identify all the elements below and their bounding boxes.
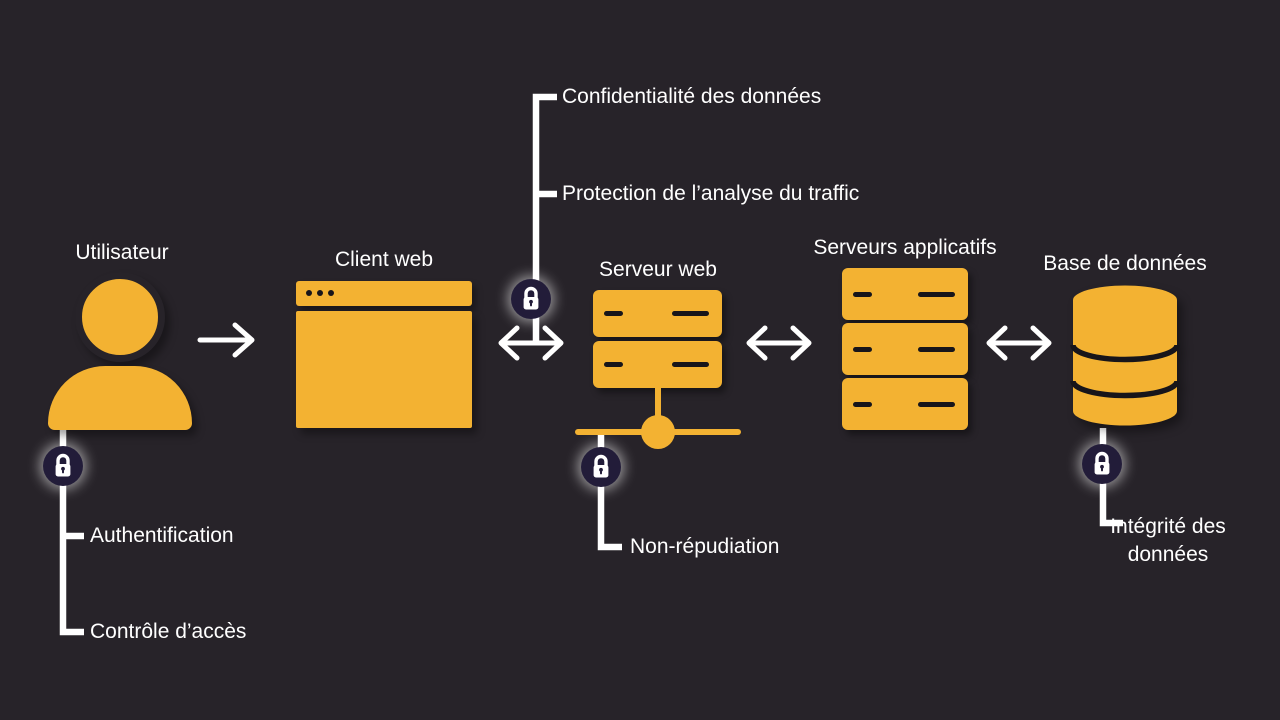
server-led-dash xyxy=(918,347,955,352)
lock-icon-channel xyxy=(511,279,551,319)
app-servers-label: Serveurs applicatifs xyxy=(813,236,997,259)
server-row xyxy=(842,378,968,430)
server-led-dash xyxy=(853,292,872,297)
double-arrow-webserver-appservers-icon xyxy=(746,325,812,361)
database-label: Base de données xyxy=(1043,252,1207,275)
padlock-glyph xyxy=(523,286,539,310)
browser-dot-icon xyxy=(328,290,334,296)
lock-icon-database xyxy=(1082,444,1122,484)
server-led-dash xyxy=(918,292,955,297)
web-server-label: Serveur web xyxy=(599,258,717,281)
server-led-dash xyxy=(672,311,709,316)
arrow-user-to-client-icon xyxy=(197,322,255,358)
server-led-dash xyxy=(672,362,709,367)
lock-icon-user xyxy=(43,446,83,486)
server-row xyxy=(842,268,968,320)
channel-annotation-connector xyxy=(532,93,557,343)
server-row xyxy=(593,290,722,337)
web-client-label: Client web xyxy=(334,248,434,271)
padlock-glyph xyxy=(1094,451,1110,475)
annotation-data-integrity: Intégrité des données xyxy=(1110,515,1226,566)
network-node-icon xyxy=(575,385,741,449)
server-row xyxy=(593,341,722,388)
user-annotation-connector xyxy=(59,429,84,636)
server-led-dash xyxy=(604,362,623,367)
server-led-dash xyxy=(918,402,955,407)
server-led-dash xyxy=(604,311,623,316)
double-arrow-appservers-database-icon xyxy=(986,325,1052,361)
browser-viewport xyxy=(296,311,472,428)
server-led-dash xyxy=(853,347,872,352)
annotation-non-repudiation: Non-répudiation xyxy=(630,535,780,558)
browser-dot-icon xyxy=(317,290,323,296)
person-head-shape xyxy=(75,272,165,362)
database-icon xyxy=(1070,285,1180,426)
server-row xyxy=(842,323,968,375)
server-led-dash xyxy=(853,402,872,407)
double-arrow-client-webserver-icon xyxy=(498,325,564,361)
person-body-shape xyxy=(48,366,192,430)
padlock-glyph xyxy=(593,454,609,478)
annotation-authentication: Authentification xyxy=(90,524,234,547)
annotation-access-control: Contrôle d’accès xyxy=(90,620,247,643)
browser-titlebar xyxy=(296,281,472,306)
padlock-glyph xyxy=(55,453,71,477)
lock-icon-webserver xyxy=(581,447,621,487)
annotation-confidentiality: Confidentialité des données xyxy=(562,85,822,108)
browser-dot-icon xyxy=(306,290,312,296)
user-label: Utilisateur xyxy=(75,241,169,264)
annotation-traffic-analysis: Protection de l’analyse du traffic xyxy=(562,182,860,205)
